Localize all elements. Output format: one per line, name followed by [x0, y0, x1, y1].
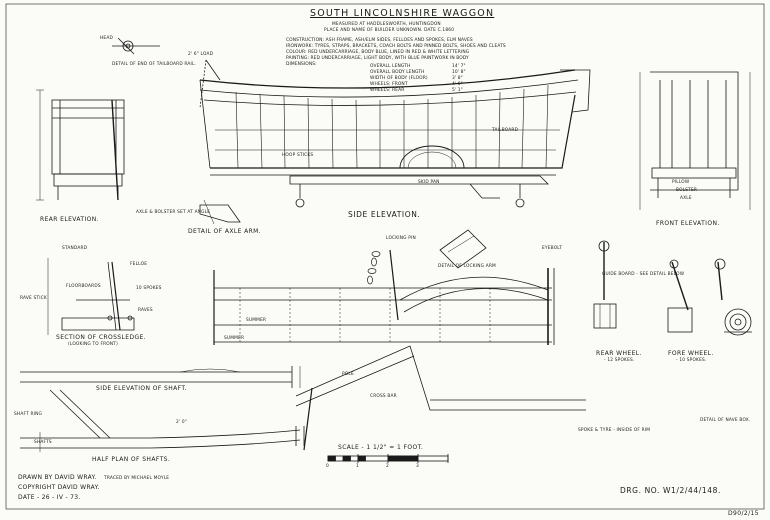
view-rear-elevation: Rear Elevation.: [40, 216, 99, 223]
dim-value-4: 4' 6": [452, 82, 463, 87]
spec-line-1: Construction: Ash frame, ash/elm sides, …: [286, 38, 473, 43]
fore-wheel-drawing: [667, 259, 693, 333]
note-skid-pan: Skid Pan: [418, 180, 440, 185]
credit-copyright: Copyright David Wray.: [18, 484, 100, 491]
locking-arm-drawing: [439, 229, 487, 269]
note-hoop-sticks: Hoop Sticks: [282, 153, 314, 158]
view-side-elevation: Side Elevation.: [348, 210, 421, 219]
note-chain-top: 2' 6" Load: [188, 52, 214, 57]
view-shaft-side: Side Elevation of Shaft.: [96, 385, 188, 392]
note-ten-spokes: 10 Spokes: [136, 286, 162, 291]
note-shaft-dim: 2' 0": [176, 420, 187, 425]
dim-label-2: Overall body length: [370, 70, 425, 75]
header-line-2: Place and name of builder unknown. Date …: [324, 28, 455, 33]
note-locking-pin: Locking Pin: [386, 236, 416, 241]
note-head: Head: [100, 36, 113, 41]
credit-traced: Traced by Michael Moyle: [104, 476, 170, 481]
note-shaft-ring: Shaft Ring: [14, 412, 43, 417]
note-raves: Raves: [138, 308, 153, 313]
end-detail-drawing: [112, 37, 160, 55]
view-fore-wheel-note: - 10 spokes.: [676, 358, 707, 363]
note-shafts: Shafts: [34, 440, 52, 445]
view-nave-box: Detail of Nave Box.: [700, 418, 751, 423]
view-locking-arm: Detail of Locking Arm: [438, 264, 496, 269]
credit-date: Date - 26 - IV - 73.: [18, 494, 81, 501]
nave-box-drawing: [714, 258, 752, 336]
dim-value-1: 14' 7": [452, 64, 466, 69]
note-spoke: Spoke & Tyre - Inside of Rim: [578, 428, 651, 433]
dim-value-2: 10' 8": [452, 70, 466, 75]
view-axle-arm: Detail of Axle Arm.: [188, 228, 262, 235]
note-front-axle: Axle & Bolster Set at Angle: [136, 210, 211, 215]
drawing-number: Drg. No. W1/2/44/148.: [620, 486, 721, 495]
note-rave-stick: Rave Stick: [20, 296, 47, 301]
note-guide-board: Guide Board - See Detail Below: [602, 272, 685, 277]
note-standard: Standard: [62, 246, 88, 251]
credit-drawn: Drawn by David Wray.: [18, 474, 97, 481]
underframe-plan-drawing: [213, 268, 555, 345]
scale-tick-3: 3: [416, 464, 419, 469]
rear-wheel-drawing: [593, 240, 617, 329]
scale-label: Scale - 1 1/2" = 1 Foot.: [338, 444, 424, 451]
note-bolster: Bolster: [676, 188, 698, 193]
view-crossledge-note: (Looking to front): [68, 342, 119, 347]
view-crossledge: Section of Crossledge.: [56, 334, 147, 341]
note-pillow: Pillow: [672, 180, 690, 185]
note-floorboards: Floorboards: [66, 284, 101, 289]
sheet-border: [5, 3, 765, 510]
view-rear-wheel: Rear Wheel.: [596, 350, 642, 357]
view-shafts-half-plan: Half Plan of Shafts.: [92, 456, 171, 463]
crossledge-section-drawing: [47, 258, 135, 335]
spec-line-3: Colour: Red undercarriage, body blue, li…: [286, 50, 470, 55]
spec-line-4: Painting: Red undercarriage, light body,…: [286, 56, 469, 61]
dim-label-4: Wheels: Front: [370, 82, 408, 87]
spec-line-5: Dimensions:: [286, 62, 317, 67]
dim-label-1: Overall length: [370, 64, 411, 69]
note-axle: Axle: [680, 196, 692, 201]
spec-line-2: Ironwork: Tyres, straps, brackets, coach…: [286, 44, 506, 49]
scale-bar-drawing: [327, 454, 449, 463]
shaft-side-drawing: [20, 366, 301, 388]
side-elevation-drawing: [199, 59, 591, 208]
drawing-title: South Lincolnshire Waggon: [310, 8, 495, 19]
note-summer: Summer: [246, 318, 267, 323]
dim-label-5: Wheels: Rear: [370, 88, 405, 93]
dim-label-3: Width of body (floor): [370, 76, 428, 81]
front-elevation-drawing: [639, 71, 751, 210]
note-tailboard: Tailboard: [492, 128, 519, 133]
note-cross-bar: Cross Bar: [370, 394, 397, 399]
note-felloe: Felloe: [130, 262, 148, 267]
dim-value-5: 5' 1": [452, 88, 463, 93]
diagonal-shafts-drawing: [295, 345, 586, 451]
view-fore-wheel: Fore Wheel.: [668, 350, 714, 357]
dim-value-3: 3' 8": [452, 76, 463, 81]
note-summer-2: Summer: [224, 336, 245, 341]
note-eyebolt: Eyebolt: [542, 246, 563, 251]
axle-arm-drawing: [199, 199, 241, 225]
scale-tick-2: 2: [386, 464, 389, 469]
view-front-elevation: Front Elevation.: [656, 220, 720, 227]
scale-tick-0: 0: [326, 464, 329, 469]
chain-drawing: [367, 249, 399, 321]
view-rear-wheel-note: - 12 spokes.: [604, 358, 635, 363]
view-end-detail: Detail of End of Tailboard Rail.: [112, 62, 197, 67]
shaft-plan-drawing: [20, 389, 305, 452]
archive-ref: D90/2/15: [728, 510, 759, 517]
note-pole: Pole: [342, 372, 354, 377]
scale-tick-1: 1: [356, 464, 359, 469]
header-line-1: Measured at Haddlesworth, Huntingdon: [332, 22, 441, 27]
rear-elevation-drawing: [36, 89, 125, 201]
